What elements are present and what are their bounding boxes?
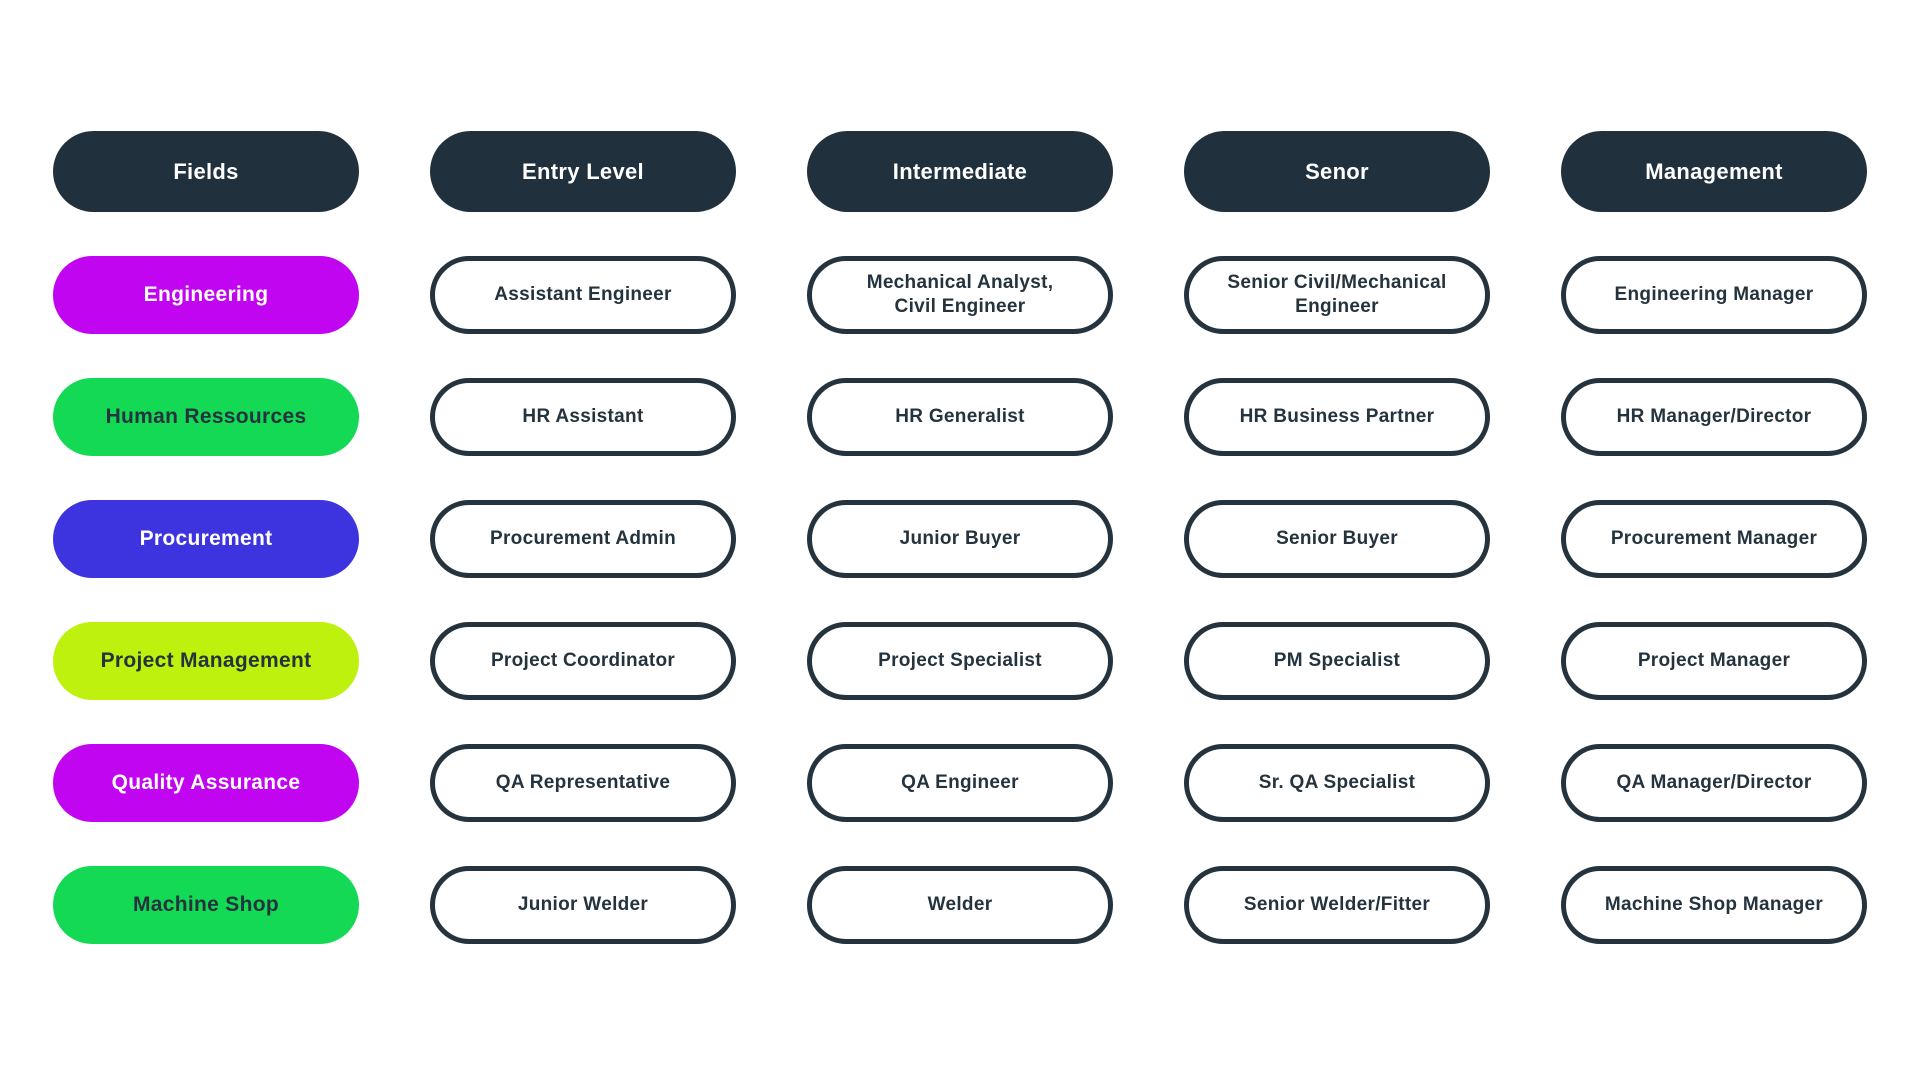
role-pill-machine-shop-senior: Senior Welder/Fitter	[1184, 866, 1490, 944]
field-pill-engineering: Engineering	[53, 256, 359, 334]
role-pill-machine-shop-management: Machine Shop Manager	[1561, 866, 1867, 944]
role-pill-machine-shop-intermediate: Welder	[807, 866, 1113, 944]
role-pill-engineering-entry: Assistant Engineer	[430, 256, 736, 334]
column-header-fields: Fields	[53, 131, 359, 212]
role-pill-procurement-management: Procurement Manager	[1561, 500, 1867, 578]
role-pill-hr-intermediate: HR Generalist	[807, 378, 1113, 456]
role-pill-machine-shop-entry: Junior Welder	[430, 866, 736, 944]
field-pill-quality-assurance: Quality Assurance	[53, 744, 359, 822]
role-pill-pm-entry: Project Coordinator	[430, 622, 736, 700]
column-header-entry-level: Entry Level	[430, 131, 736, 212]
role-pill-pm-management: Project Manager	[1561, 622, 1867, 700]
role-pill-procurement-intermediate: Junior Buyer	[807, 500, 1113, 578]
role-pill-qa-management: QA Manager/Director	[1561, 744, 1867, 822]
role-pill-hr-senior: HR Business Partner	[1184, 378, 1490, 456]
field-pill-project-management: Project Management	[53, 622, 359, 700]
role-pill-qa-entry: QA Representative	[430, 744, 736, 822]
role-pill-pm-senior: PM Specialist	[1184, 622, 1490, 700]
role-pill-engineering-intermediate: Mechanical Analyst, Civil Engineer	[807, 256, 1113, 334]
column-header-senor: Senor	[1184, 131, 1490, 212]
role-pill-procurement-senior: Senior Buyer	[1184, 500, 1490, 578]
role-pill-engineering-senior: Senior Civil/Mechanical Engineer	[1184, 256, 1490, 334]
field-pill-human-ressources: Human Ressources	[53, 378, 359, 456]
role-pill-pm-intermediate: Project Specialist	[807, 622, 1113, 700]
field-pill-machine-shop: Machine Shop	[53, 866, 359, 944]
column-header-management: Management	[1561, 131, 1867, 212]
role-pill-qa-intermediate: QA Engineer	[807, 744, 1113, 822]
role-pill-hr-entry: HR Assistant	[430, 378, 736, 456]
role-pill-qa-senior: Sr. QA Specialist	[1184, 744, 1490, 822]
career-matrix: Fields Entry Level Intermediate Senor Ma…	[53, 131, 1867, 944]
role-pill-engineering-management: Engineering Manager	[1561, 256, 1867, 334]
role-pill-procurement-entry: Procurement Admin	[430, 500, 736, 578]
field-pill-procurement: Procurement	[53, 500, 359, 578]
role-pill-hr-management: HR Manager/Director	[1561, 378, 1867, 456]
column-header-intermediate: Intermediate	[807, 131, 1113, 212]
